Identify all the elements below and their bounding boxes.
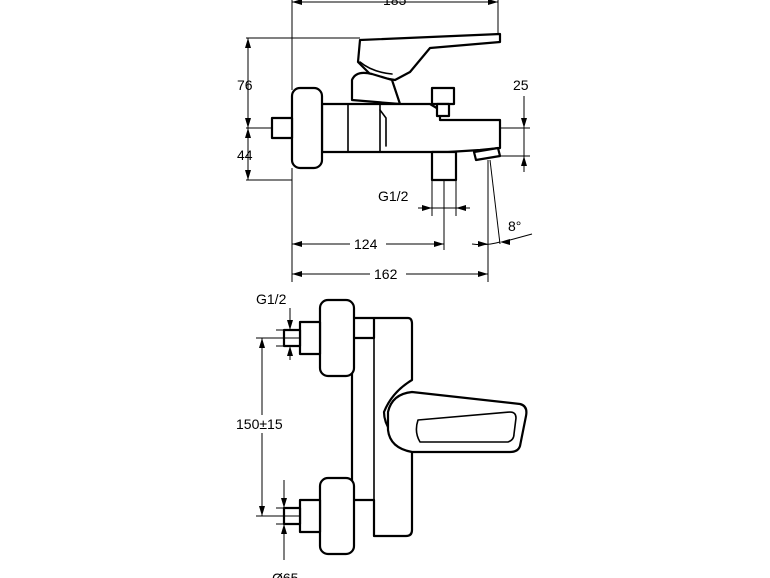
dim-44-label: 44 <box>237 147 253 163</box>
g12-front-label: G1/2 <box>256 291 287 307</box>
dim-g12-side: G1/2 <box>378 180 470 216</box>
dim-124: 124 <box>292 180 445 252</box>
dim-162: 162 <box>291 168 488 282</box>
dim-76-44: 76 44 <box>237 37 360 181</box>
bottom-outlet <box>430 150 458 182</box>
lower-eccentric <box>298 498 322 534</box>
cartridge-cap <box>350 71 402 106</box>
upper-eccentric <box>298 320 322 356</box>
front-body <box>350 316 414 538</box>
inlet-thread <box>270 116 294 140</box>
dim-lower-thread <box>276 480 287 560</box>
valve-body <box>320 102 502 154</box>
side-view: 185 <box>237 0 533 282</box>
wall-rosette <box>290 86 324 170</box>
dim-185-label: 185 <box>383 0 407 8</box>
dim-76-label: 76 <box>237 77 253 93</box>
front-lever <box>386 390 528 454</box>
diverter-knob <box>430 86 456 118</box>
front-view: G1/2 150±15 Ø65 <box>234 291 528 578</box>
lower-rosette <box>318 476 356 556</box>
dim-25-label: 25 <box>513 77 529 93</box>
dim-185: 185 <box>291 0 499 90</box>
dim-162-label: 162 <box>374 266 398 282</box>
dim-150-label: 150±15 <box>236 416 283 432</box>
dim-124-label: 124 <box>354 236 378 252</box>
lever-handle <box>356 32 502 82</box>
angle-label: 8° <box>508 218 521 234</box>
dim-angle: 8° <box>471 159 533 282</box>
upper-rosette <box>318 298 356 378</box>
diameter-label: Ø65 <box>272 570 299 578</box>
g12-side-label: G1/2 <box>378 188 409 204</box>
dim-g12-front: G1/2 <box>256 291 293 360</box>
dim-150: 150±15 <box>234 337 300 517</box>
dim-25: 25 <box>500 77 530 172</box>
